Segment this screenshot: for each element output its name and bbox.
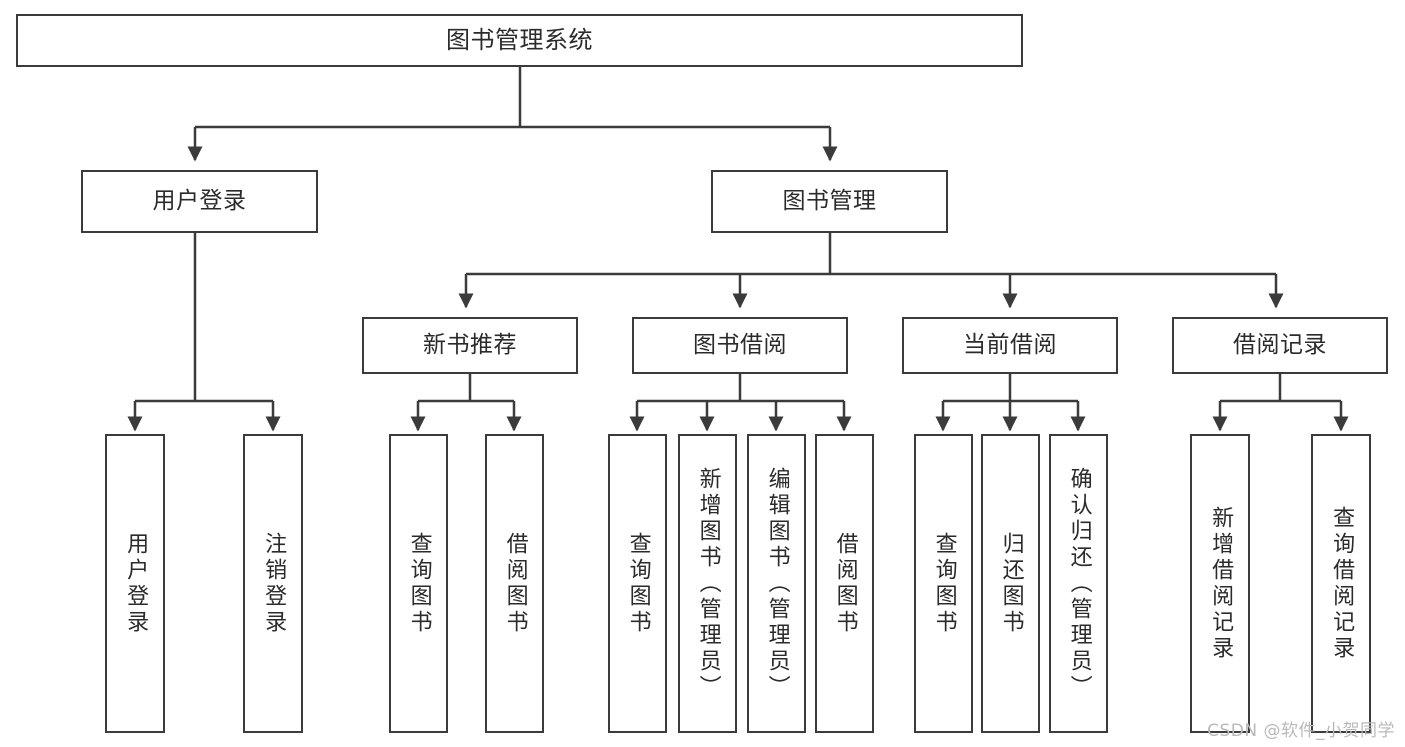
node-label: 当前借阅: [963, 331, 1057, 358]
leaf-query-book-2[interactable]: 查询图书: [608, 434, 667, 733]
leaf-return-book[interactable]: 归还图书: [981, 434, 1040, 733]
node-label: 新书推荐: [423, 331, 517, 358]
leaf-borrow-book-1[interactable]: 借阅图书: [485, 434, 544, 733]
node-book-borrow[interactable]: 图书借阅: [632, 317, 848, 374]
node-label: 查询图书: [625, 531, 651, 636]
watermark-text: CSDN @软件_小贺同学: [1207, 721, 1395, 741]
node-label: 图书借阅: [693, 331, 787, 358]
node-label: 借阅图书: [502, 531, 528, 636]
node-borrow-record[interactable]: 借阅记录: [1172, 317, 1388, 374]
leaf-query-book-1[interactable]: 查询图书: [389, 434, 448, 733]
node-label: 图书管理: [782, 187, 877, 214]
node-label: 借阅记录: [1233, 331, 1327, 358]
leaf-query-book-3[interactable]: 查询图书: [914, 434, 973, 733]
leaf-user-logout[interactable]: 注销登录: [243, 434, 303, 733]
node-root-system[interactable]: 图书管理系统: [16, 14, 1023, 67]
leaf-query-record[interactable]: 查询借阅记录: [1311, 434, 1371, 733]
node-label: 图书管理系统: [446, 26, 593, 55]
node-label: 借阅图书: [832, 531, 858, 636]
leaf-add-record[interactable]: 新增借阅记录: [1190, 434, 1250, 733]
leaf-borrow-book-2[interactable]: 借阅图书: [815, 434, 874, 733]
node-label: 查询图书: [931, 531, 957, 636]
node-user-login[interactable]: 用户登录: [81, 170, 318, 233]
node-label: 新增借阅记录: [1208, 505, 1234, 662]
node-label: 归还图书: [998, 531, 1024, 636]
leaf-edit-book[interactable]: 编辑图书（管理员）: [747, 434, 806, 733]
node-label: 确认归还（管理员）: [1066, 466, 1092, 701]
leaf-confirm-return[interactable]: 确认归还（管理员）: [1049, 434, 1108, 733]
node-label: 用户登录: [152, 187, 247, 214]
node-new-book-recommend[interactable]: 新书推荐: [362, 317, 578, 374]
node-label: 编辑图书（管理员）: [764, 466, 790, 701]
node-label: 新增图书（管理员）: [695, 466, 721, 701]
node-label: 查询借阅记录: [1329, 505, 1355, 662]
node-label: 注销登录: [261, 531, 287, 636]
leaf-add-book[interactable]: 新增图书（管理员）: [678, 434, 737, 733]
leaf-user-login[interactable]: 用户登录: [105, 434, 165, 733]
node-book-manage[interactable]: 图书管理: [711, 170, 948, 233]
node-current-borrow[interactable]: 当前借阅: [902, 317, 1118, 374]
node-label: 用户登录: [123, 531, 149, 636]
node-label: 查询图书: [406, 531, 432, 636]
